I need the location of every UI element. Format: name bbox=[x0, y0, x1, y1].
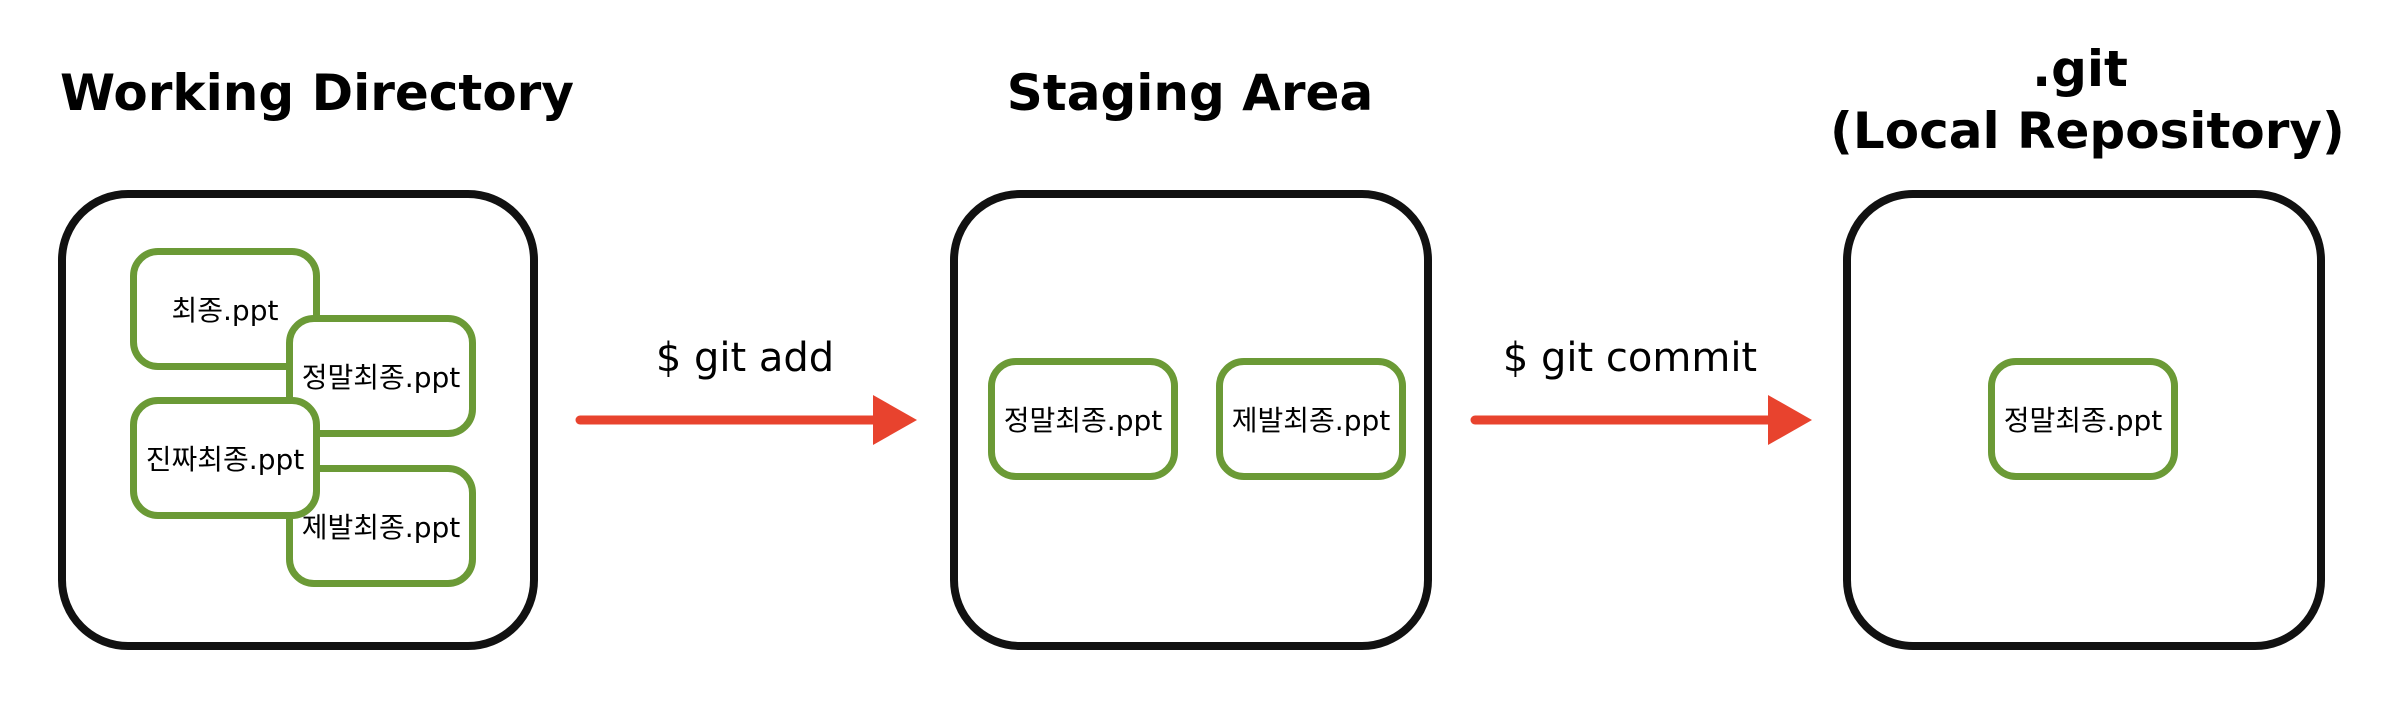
file-card: 정말최종.ppt bbox=[988, 358, 1178, 480]
git-commit-arrow bbox=[1470, 395, 1812, 445]
git-add-label: $ git add bbox=[655, 335, 835, 381]
repository-title-line2: (Local Repository) bbox=[1830, 102, 2345, 160]
git-add-arrow bbox=[575, 395, 917, 445]
staging-area-box bbox=[950, 190, 1432, 650]
file-card: 진짜최종.ppt bbox=[130, 397, 320, 519]
staging-area-title: Staging Area bbox=[1006, 64, 1374, 122]
git-commit-label: $ git commit bbox=[1502, 335, 1758, 381]
repository-title-line1: .git bbox=[2032, 40, 2128, 98]
file-card: 정말최종.ppt bbox=[286, 315, 476, 437]
local-repository-box bbox=[1843, 190, 2325, 650]
working-directory-title: Working Directory bbox=[60, 64, 574, 122]
file-card: 정말최종.ppt bbox=[1988, 358, 2178, 480]
working-directory-box bbox=[58, 190, 538, 650]
file-card: 제발최종.ppt bbox=[1216, 358, 1406, 480]
